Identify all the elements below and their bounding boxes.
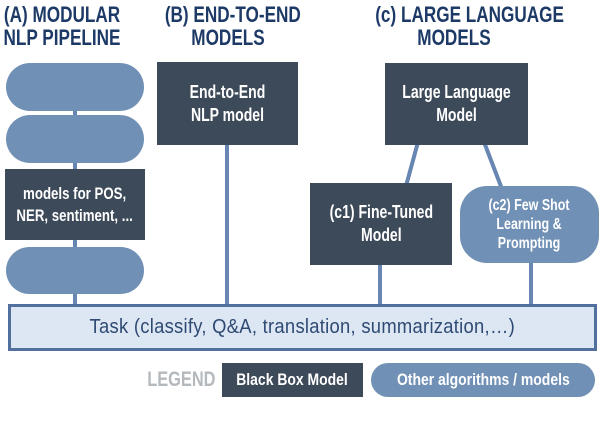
box-label-line: Prompting [498, 235, 561, 252]
box-label: models for POS, NER, sentiment, ... [17, 183, 133, 227]
box-label-line: End-to-End [189, 81, 266, 102]
box-label-line: NLP model [190, 104, 265, 125]
pipeline-pill-2 [6, 115, 144, 163]
legend-other-algorithms-pill: Other algorithms / models [371, 363, 595, 397]
heading-line: (c) LARGE LANGUAGE [375, 2, 564, 27]
c2-few-shot-prompting-pill: (c2) Few Shot Learning & Prompting [460, 186, 599, 263]
box-label-line: (c2) Few Shot [488, 197, 571, 214]
heading-line: NLP PIPELINE [3, 25, 121, 50]
box-label-line: Learning & [496, 216, 563, 233]
box-label: (c2) Few Shot Learning & Prompting [489, 196, 570, 253]
heading-end-to-end-models: (B) END-TO-END MODELS [164, 2, 301, 50]
legend-black-box-model: Black Box Model [222, 363, 363, 397]
task-bar-label: Task (classify, Q&A, translation, summar… [89, 316, 516, 338]
box-label-line: NER, sentiment, ... [16, 205, 134, 225]
end-to-end-model-box: End-to-End NLP model [157, 62, 298, 145]
heading-modular-nlp-pipeline: (A) MODULAR NLP PIPELINE [0, 3, 125, 49]
large-language-model-box: Large Language Model [385, 63, 528, 145]
pos-ner-models-box: models for POS, NER, sentiment, ... [5, 169, 145, 240]
box-label: (c1) Fine-Tuned Model [329, 201, 432, 247]
legend-other-label: Other algorithms / models [396, 370, 570, 389]
pipeline-pill-3 [6, 247, 144, 294]
heading-line: (A) MODULAR [3, 2, 121, 27]
heading-line: MODELS [417, 25, 491, 50]
heading-large-language-models: (c) LARGE LANGUAGE MODELS [375, 2, 564, 50]
connector-llm-to-c2 [482, 141, 504, 190]
c1-fine-tuned-model-box: (c1) Fine-Tuned Model [310, 183, 452, 265]
legend-black-box-label: Black Box Model [236, 370, 349, 389]
box-label-line: Large Language [402, 82, 511, 102]
connector-llm-to-c1 [404, 141, 420, 187]
task-bar: Task (classify, Q&A, translation, summar… [8, 304, 597, 351]
legend-title: LEGEND [147, 368, 216, 391]
box-label-line: (c1) Fine-Tuned [329, 202, 433, 222]
heading-line: MODELS [191, 25, 265, 50]
box-label: End-to-End NLP model [190, 81, 266, 127]
box-label-line: Model [360, 225, 402, 245]
heading-line: (B) END-TO-END [164, 2, 301, 27]
pipeline-pill-1 [6, 63, 144, 111]
box-label-line: Model [436, 105, 477, 125]
box-label: Large Language Model [402, 81, 510, 127]
box-label-line: models for POS, [23, 183, 127, 203]
